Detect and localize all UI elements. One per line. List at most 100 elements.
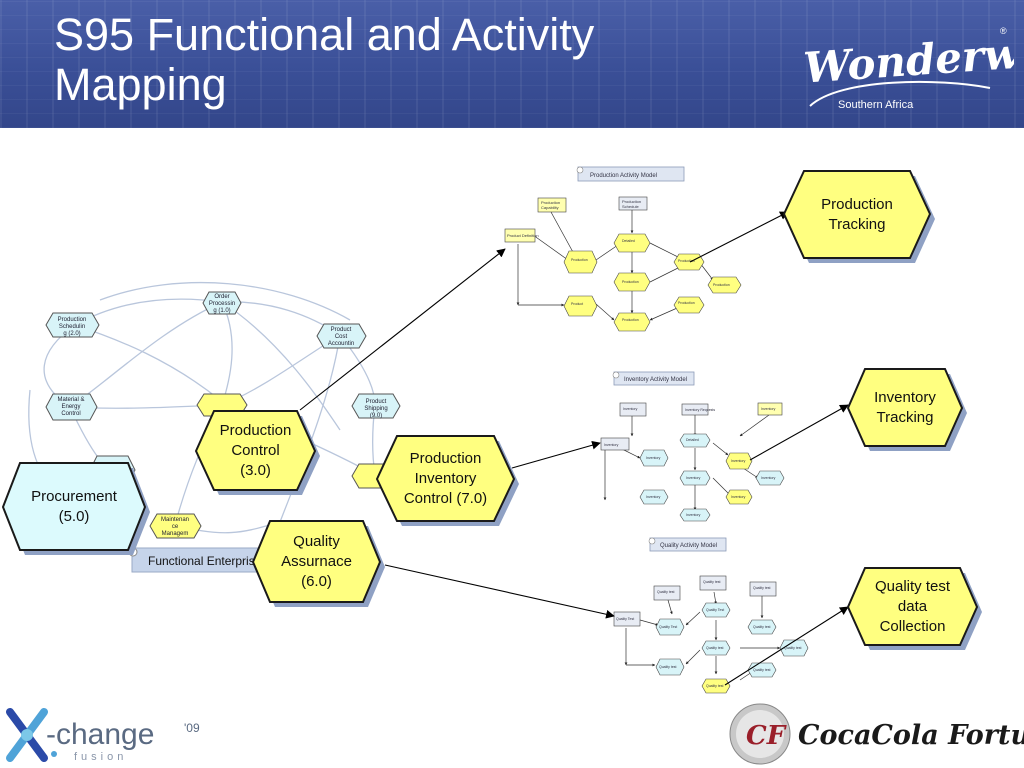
- svg-text:Processin: Processin: [209, 301, 235, 307]
- svg-text:Inventory Requests: Inventory Requests: [685, 408, 715, 412]
- quality-test-label: Quality test data Collection: [874, 577, 951, 635]
- svg-text:Control: Control: [61, 411, 80, 417]
- iam-title: Inventory Activity Model: [624, 377, 687, 383]
- svg-text:Material &: Material &: [57, 397, 84, 403]
- xchange-word: -change: [46, 718, 154, 751]
- svg-text:Detailed: Detailed: [686, 438, 699, 442]
- production-tracking-label: Production Tracking: [821, 195, 893, 233]
- functional-enterprise-label: Functional Enterprise: [148, 554, 262, 568]
- svg-text:Quality test: Quality test: [703, 580, 721, 584]
- svg-text:Inventory: Inventory: [646, 456, 661, 460]
- svg-text:Inventory: Inventory: [731, 459, 746, 463]
- wonderware-logo: Wonderware ® Southern Africa: [802, 23, 1014, 111]
- title-banner: S95 Functional and Activity Mapping Wond…: [0, 0, 1024, 128]
- svg-text:Schedulin: Schedulin: [59, 324, 85, 330]
- coca-cola-fortune-wordmark: CocaCola Fortune: [798, 720, 1024, 751]
- qam-title: Quality Activity Model: [660, 543, 717, 549]
- order-processing-node: Order Processin g (1.0): [202, 291, 242, 315]
- svg-text:Quality test: Quality test: [753, 586, 771, 590]
- maintenance-management-node: Maintenan ce Managem: [149, 513, 202, 539]
- arrow-control-to-pam: [299, 248, 506, 411]
- svg-text:Inventory: Inventory: [686, 513, 701, 517]
- svg-text:Production: Production: [713, 283, 730, 287]
- svg-text:Maintenan: Maintenan: [161, 517, 189, 523]
- svg-text:g (2.0): g (2.0): [63, 331, 80, 337]
- xchange-year: '09: [184, 721, 200, 735]
- arrow-pam-to-tracking: [689, 211, 789, 263]
- arrow-iam-to-tracking: [749, 404, 849, 461]
- svg-text:Accountin: Accountin: [328, 341, 354, 347]
- functional-enterprise-banner: Functional Enterprise: [128, 547, 263, 573]
- pam-title: Production Activity Model: [590, 173, 657, 179]
- svg-text:Production: Production: [622, 199, 641, 204]
- svg-text:Inventory: Inventory: [646, 495, 661, 499]
- svg-text:CF: CF: [746, 721, 787, 751]
- quality-assurance-label: Quality Assurnace (6.0): [281, 532, 352, 590]
- xchange-x-mark: [6, 708, 57, 762]
- svg-text:Energy: Energy: [61, 404, 80, 410]
- production-control-hex: [194, 410, 320, 495]
- svg-text:Inventory: Inventory: [761, 407, 776, 411]
- mapping-arrows: [299, 211, 849, 686]
- svg-text:Quality Test: Quality Test: [706, 608, 724, 612]
- svg-text:Shipping: Shipping: [364, 406, 387, 412]
- svg-text:(9.0): (9.0): [370, 413, 382, 419]
- svg-text:Quality test: Quality test: [706, 646, 724, 650]
- svg-text:Quality test: Quality test: [657, 590, 675, 594]
- svg-text:Production: Production: [541, 200, 560, 205]
- svg-text:Inventory: Inventory: [604, 443, 619, 447]
- svg-text:Production: Production: [678, 259, 695, 263]
- svg-text:Quality Test: Quality Test: [616, 617, 634, 621]
- functional-enterprise-model: Order Processin g (1.0) Production Sched…: [28, 281, 401, 573]
- svg-text:Inventory: Inventory: [623, 407, 638, 411]
- svg-text:Product: Product: [331, 327, 352, 333]
- coca-cola-fortune-logo: CF CocaCola Fortune: [722, 700, 1024, 768]
- svg-text:Order: Order: [214, 294, 229, 300]
- svg-text:Quality test: Quality test: [784, 646, 802, 650]
- svg-text:g (1.0): g (1.0): [213, 308, 230, 314]
- svg-text:Inventory: Inventory: [761, 476, 776, 480]
- quality-assurance-hex: [251, 520, 385, 607]
- quality-test-hex: [846, 567, 982, 650]
- arrow-inventory-to-iam: [511, 440, 601, 469]
- arrow-quality-to-qam: [384, 564, 615, 619]
- quality-activity-model: Quality Activity Model: [613, 537, 809, 694]
- material-energy-control-node: Material & Energy Control: [45, 393, 98, 421]
- production-control-label: Production Control (3.0): [219, 421, 292, 479]
- svg-text:Capability: Capability: [541, 205, 559, 210]
- svg-text:Quality Test: Quality Test: [659, 625, 677, 629]
- product-cost-accounting-node: Product Cost Accountin: [316, 323, 367, 349]
- banner-texture: [0, 0, 1024, 128]
- big-hexagons: [1, 170, 982, 650]
- svg-text:Product: Product: [366, 399, 387, 405]
- svg-text:Production: Production: [622, 318, 639, 322]
- svg-text:Inventory: Inventory: [686, 476, 701, 480]
- inventory-tracking-hex: [846, 368, 967, 451]
- svg-text:Product Definition: Product Definition: [507, 233, 539, 238]
- production-inventory-control-label: Production Inventory Control (7.0): [403, 449, 488, 507]
- svg-text:Quality test: Quality test: [659, 665, 677, 669]
- svg-text:Schedule: Schedule: [622, 204, 639, 209]
- svg-text:ce: ce: [172, 524, 179, 530]
- svg-text:Quality test: Quality test: [753, 625, 771, 629]
- procurement-hex: [1, 462, 150, 555]
- inventory-tracking-label: Inventory Tracking: [874, 388, 936, 426]
- xchange-fusion-logo: -change '09 fusion: [6, 708, 200, 763]
- production-inventory-control-hex: [375, 435, 519, 526]
- svg-text:Production: Production: [571, 258, 588, 262]
- svg-text:Detailed: Detailed: [622, 239, 635, 243]
- wonderware-subtitle: Southern Africa: [838, 99, 914, 111]
- svg-text:Production: Production: [58, 317, 87, 323]
- svg-text:Production: Production: [622, 280, 639, 284]
- arrow-qam-to-quality-test: [724, 606, 849, 686]
- svg-text:Cost: Cost: [335, 334, 348, 340]
- production-activity-model: Production Activity Model: [504, 166, 742, 332]
- svg-text:Product: Product: [571, 302, 583, 306]
- svg-text:Quality test: Quality test: [706, 684, 724, 688]
- production-scheduling-node: Production Schedulin g (2.0): [45, 312, 100, 338]
- cf-emblem: CF: [729, 703, 791, 765]
- registered-mark: ®: [1000, 26, 1007, 36]
- svg-text:Managem: Managem: [162, 531, 189, 537]
- wonderware-swoosh: [809, 80, 991, 107]
